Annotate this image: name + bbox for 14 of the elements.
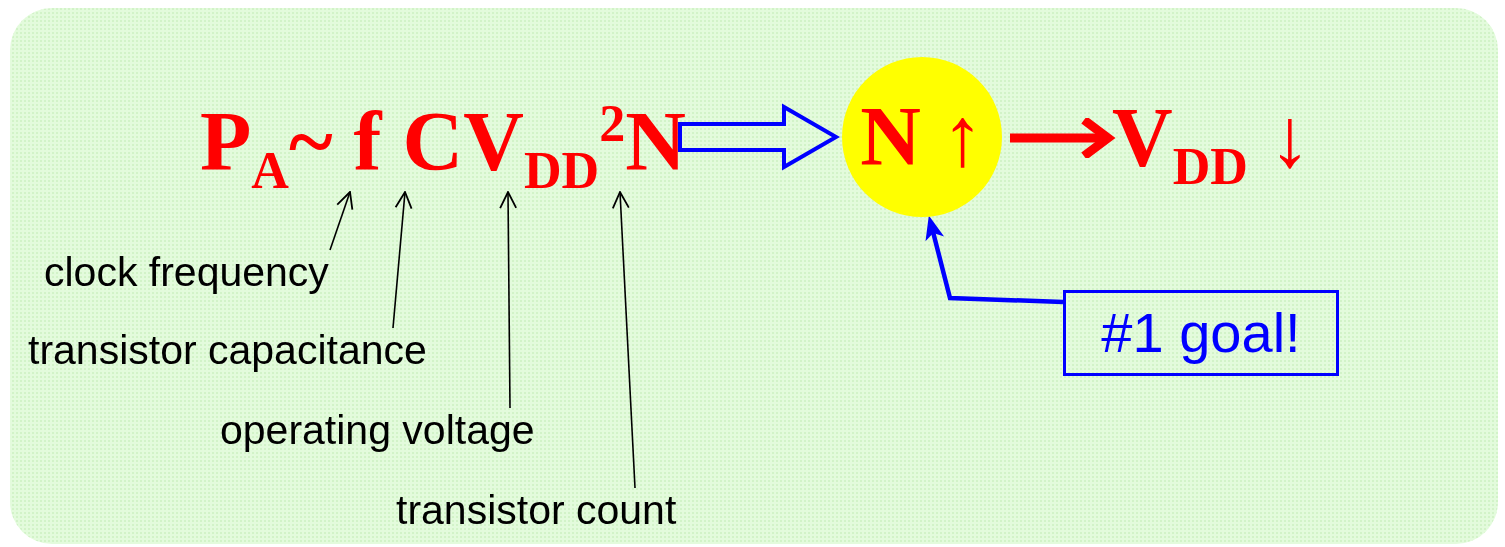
arrow [392,191,413,329]
annotation-text: transistor capacitance [28,328,427,374]
arrow [611,191,636,489]
arrow [925,215,1064,305]
annotation-text: clock frequency [44,250,329,296]
arrow [499,191,518,409]
formula-text: N ↑ [860,95,984,179]
block-arrow [678,103,840,171]
arrow [1010,115,1113,161]
goal-box [1063,290,1339,376]
annotation-text: transistor count [396,488,677,534]
annotation-text: operating voltage [220,408,535,454]
arrow [329,191,354,251]
callout-text: #1 goal! [1101,302,1301,364]
